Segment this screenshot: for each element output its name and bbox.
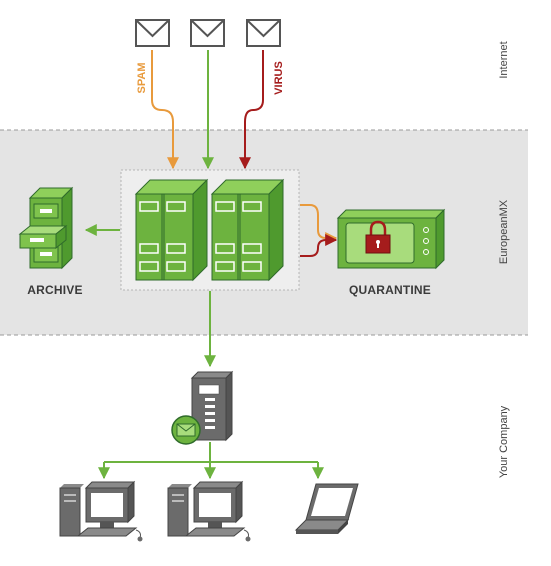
virus-flow-arrow	[239, 50, 264, 170]
envelope-icon	[246, 19, 281, 47]
padlock-icon	[365, 220, 391, 254]
envelope-icon	[190, 19, 225, 47]
zone-label-internet: Internet	[498, 41, 510, 78]
server-rack-icon	[134, 178, 209, 282]
spam-flow-arrow	[151, 50, 179, 170]
virus-label: VIRUS	[273, 61, 285, 95]
desktop-computer-icon	[59, 480, 143, 542]
server-rack-icon	[210, 178, 285, 282]
quarantine-label: QUARANTINE	[349, 283, 431, 297]
spam-to-quarantine-arrow	[300, 204, 338, 244]
laptop-icon	[294, 483, 359, 534]
filing-cabinet-icon	[18, 186, 74, 270]
spam-label: SPAM	[136, 63, 148, 94]
envelope-icon	[135, 19, 170, 47]
virus-to-quarantine-arrow	[300, 234, 338, 257]
quarantine-vault-icon	[336, 208, 446, 270]
desktop-computer-icon	[167, 480, 251, 542]
zone-label-company: Your Company	[498, 405, 510, 478]
zone-label-provider: EuropeanMX	[498, 199, 510, 264]
archive-label: ARCHIVE	[27, 283, 82, 297]
mail-badge-icon	[171, 415, 201, 445]
